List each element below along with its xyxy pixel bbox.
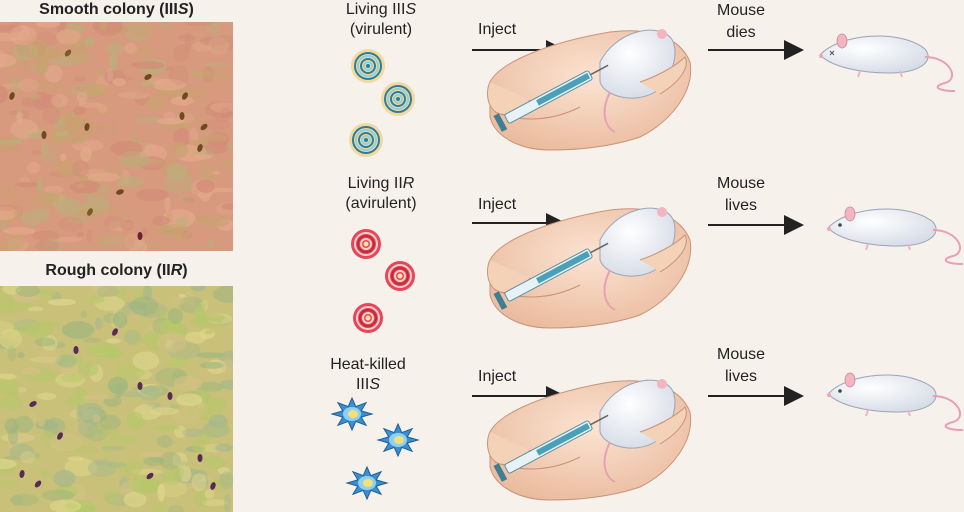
hand-syringe-mouse — [487, 29, 692, 151]
virulent-cell — [349, 123, 383, 157]
mouse-tail — [603, 91, 616, 133]
bacterium-dot — [84, 123, 90, 131]
mouse-nose — [827, 227, 831, 231]
rough-colony-label: Rough colony (IIR) — [0, 256, 233, 286]
outcome-label-lives-1: Mouse lives — [716, 175, 766, 214]
mouse-tail — [932, 229, 964, 265]
bacterium-dot — [73, 346, 79, 354]
inject-label-2: Inject — [478, 196, 517, 213]
bacterium-dot — [210, 482, 216, 490]
mouse-tail — [932, 395, 964, 431]
live-mouse — [827, 206, 964, 265]
bacterium-dot — [146, 472, 154, 480]
syringe — [493, 242, 609, 310]
hand-syringe-mouse — [487, 207, 692, 329]
syringe — [493, 414, 609, 482]
avirulent-cell — [353, 303, 383, 333]
mouse-nose — [819, 54, 823, 58]
virulent-cell — [351, 49, 385, 83]
smooth-colony-texture — [0, 22, 233, 251]
bacterium-dot — [9, 92, 15, 100]
mouse-tail — [603, 269, 616, 311]
heat-killed-cell — [376, 422, 420, 458]
strain-label-heat-killed: Heat-killed IIIS — [330, 356, 406, 393]
bacterium-dot — [179, 112, 185, 120]
live-mouse — [827, 372, 964, 431]
mouse-feet — [865, 409, 911, 417]
bacterium-dot — [116, 189, 124, 195]
bacterium-dot — [19, 470, 25, 478]
mouse-ear — [844, 372, 856, 388]
mouse-eye — [838, 223, 842, 227]
outcome-label-dies: Mouse dies — [716, 2, 766, 41]
strain-label-virulent: Living IIIS (virulent) — [345, 1, 417, 38]
heat-killed-cell — [345, 465, 389, 501]
smooth-colony-label: Smooth colony (IIIS) — [0, 0, 233, 22]
mouse-eye — [838, 389, 842, 393]
mouse-feet — [857, 70, 903, 78]
rough-colony-photo — [0, 286, 233, 512]
dead-mouse — [819, 33, 956, 92]
heat-killed-cell — [330, 396, 374, 432]
mouse-feet — [865, 243, 911, 251]
bacterium-dot — [137, 382, 143, 390]
inject-label-1: Inject — [478, 21, 517, 38]
mouse-nose — [827, 393, 831, 397]
bacterium-dot — [167, 392, 173, 400]
bacterium-dot — [87, 208, 93, 216]
smooth-colony-photo — [0, 22, 233, 251]
rough-colony-texture — [0, 286, 233, 512]
bacterium-dot — [29, 401, 37, 407]
avirulent-cell — [385, 261, 415, 291]
mouse-tail — [924, 56, 956, 92]
inject-label-3: Inject — [478, 368, 517, 385]
mouse-ear — [836, 33, 848, 49]
bacterium-dot — [64, 49, 72, 57]
strain-label-avirulent: Living IIR (avirulent) — [345, 175, 417, 212]
mouse-ear — [844, 206, 856, 222]
bacterium-dot — [200, 123, 208, 131]
outcome-label-lives-2: Mouse lives — [716, 346, 766, 385]
bacterium-dot — [41, 131, 47, 139]
bacterium-dot — [137, 232, 143, 240]
bacterium-dot — [182, 92, 188, 100]
bacterium-dot — [197, 144, 203, 152]
hand-syringe-mouse — [487, 379, 692, 501]
bacterium-dot — [197, 454, 203, 462]
syringe — [493, 64, 609, 132]
bacterium-dot — [112, 328, 118, 336]
bacterium-dot — [34, 480, 42, 488]
virulent-cell — [381, 82, 415, 116]
mouse-eye — [829, 50, 835, 56]
avirulent-cell — [351, 229, 381, 259]
bacterium-dot — [57, 432, 63, 440]
bacterium-dot — [144, 74, 152, 80]
mouse-tail — [603, 441, 616, 483]
